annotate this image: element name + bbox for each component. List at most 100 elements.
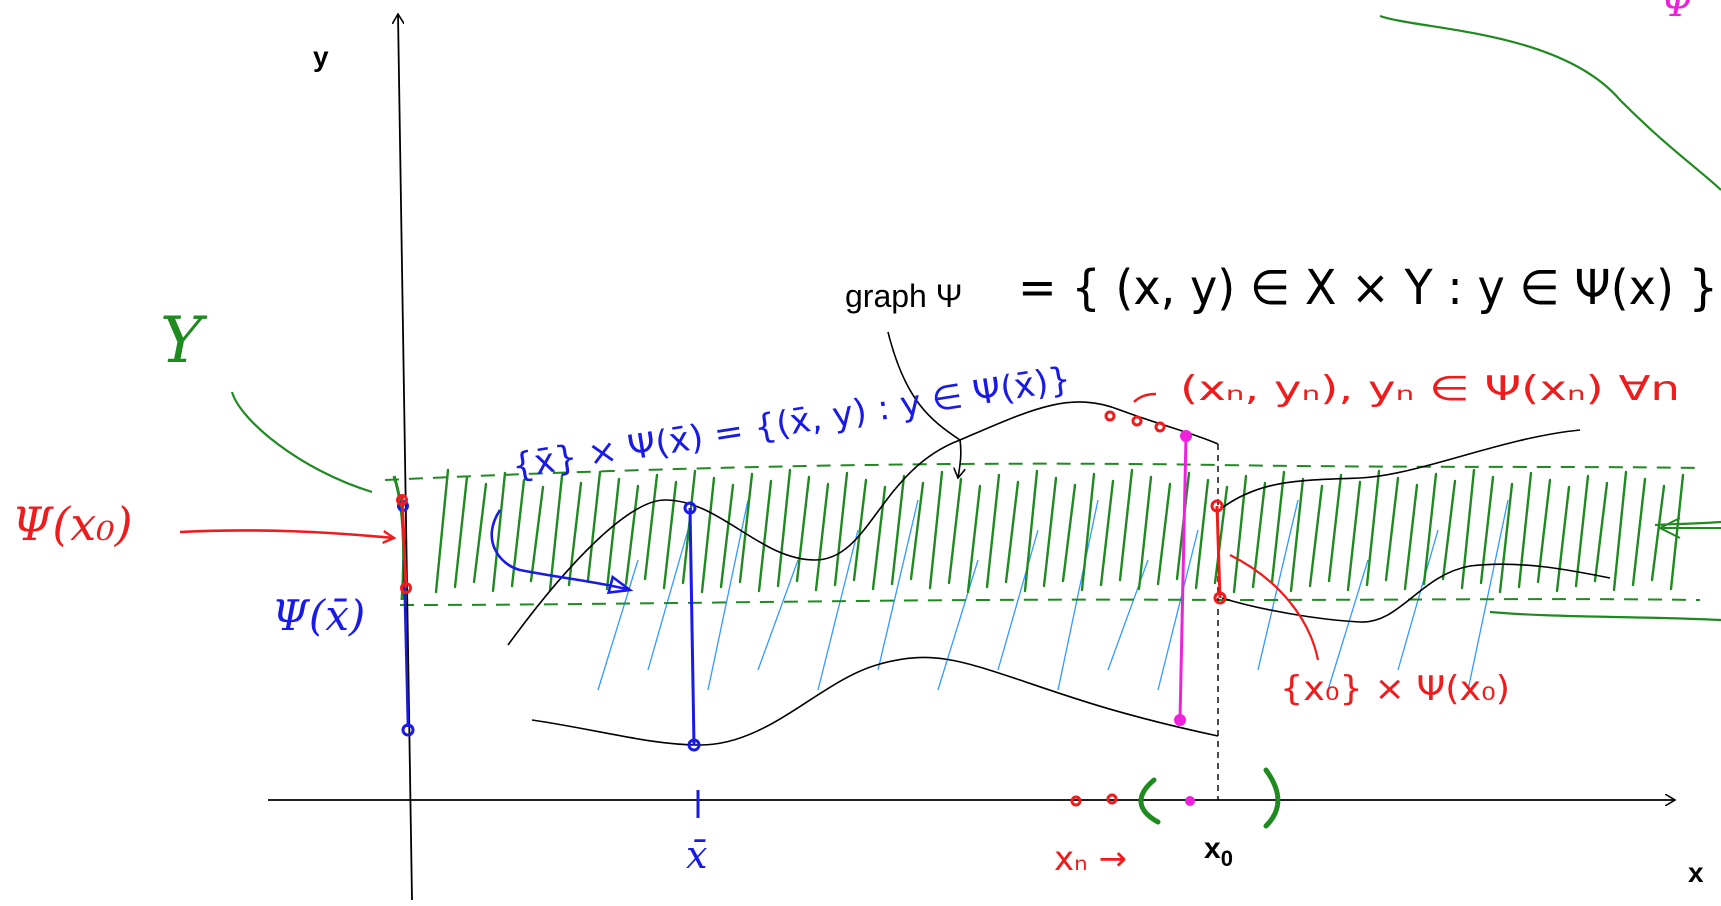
green-hatch-stroke	[1308, 484, 1324, 588]
green-hatch-stroke	[1631, 477, 1647, 587]
y-band-right-arrow	[1657, 517, 1721, 539]
green-hatch-stroke	[1289, 477, 1305, 593]
blue-hatch-stroke	[1327, 559, 1369, 691]
green-hatch-stroke	[1365, 469, 1381, 587]
psi-xbar-bottom-dot	[401, 723, 415, 737]
green-hatch-stroke	[852, 478, 868, 582]
green-hatch-stroke	[491, 471, 507, 593]
sequence-point-graph-3	[1154, 421, 1166, 433]
green-hatch-stroke	[1422, 472, 1438, 586]
green-hatch-stroke	[1498, 482, 1514, 594]
y-band-top-right-curve	[1379, 14, 1721, 191]
green-hatch-stroke	[833, 471, 849, 587]
graph-upper-curve-left	[507, 401, 1219, 646]
x0-slice-bottom-dot	[1213, 591, 1227, 605]
psi-x0-top-dot	[396, 494, 408, 506]
xn-axis-dot	[1185, 796, 1195, 806]
blue-hatch-stroke	[1467, 499, 1509, 691]
green-hatch-stroke	[909, 481, 925, 581]
sequence-point-graph-1	[1104, 410, 1116, 422]
graph-lower-curve-right	[1221, 563, 1611, 623]
y-band-right-curve-lower	[1489, 610, 1721, 622]
blue-hatch-stroke	[877, 499, 919, 671]
green-hatch-stroke	[947, 477, 963, 585]
green-hatch-stroke	[1099, 479, 1115, 587]
blue-hatch-stroke	[647, 529, 689, 671]
green-hatch-stroke	[1612, 470, 1628, 592]
green-hatch-stroke	[1232, 474, 1248, 594]
green-hatch-stroke	[795, 475, 811, 583]
green-hatch-stroke	[586, 470, 602, 582]
top-right-fragment: Ψ	[1660, 0, 1697, 26]
green-hatch-stroke	[1346, 480, 1362, 592]
blue-hatch-stroke	[997, 529, 1039, 671]
y-axis	[398, 14, 413, 901]
green-hatch-stroke	[1194, 478, 1210, 590]
green-hatch-stroke	[719, 483, 735, 589]
graph-label-arrow	[887, 331, 961, 478]
xbar-slice-line	[688, 507, 696, 746]
green-hatch-stroke	[1574, 474, 1590, 588]
xbar-slice-label: {x̄} × Ψ(x̄) = {(x̄, y) : y ∈ Ψ(x̄)}	[509, 359, 1073, 487]
psi-x0-segment	[400, 495, 408, 589]
x0-slice-top-dot	[1210, 499, 1224, 513]
green-hatch-stroke	[1270, 470, 1286, 584]
blue-hatch-stroke	[757, 559, 799, 671]
green-hatch-stroke	[1213, 485, 1229, 585]
green-hatch-stroke	[1460, 468, 1476, 590]
green-hatch-stroke	[605, 477, 621, 591]
xn-axis-label: xₙ →	[1054, 839, 1127, 879]
y-axis-label: y	[313, 41, 329, 72]
green-hatch-stroke	[1479, 475, 1495, 585]
green-hatch-stroke	[567, 481, 583, 587]
green-hatch-stroke	[928, 470, 944, 590]
sequence-label-dash	[1133, 392, 1157, 403]
sequence-point-axis-1	[1070, 795, 1082, 807]
green-hatch-stroke	[1384, 476, 1400, 582]
green-hatch-stroke	[529, 485, 545, 583]
blue-hatch-stroke	[1107, 559, 1149, 671]
x0-slice-pointer	[1229, 554, 1320, 661]
blue-hatch-stroke	[1257, 499, 1299, 671]
green-hatch-stroke	[1156, 482, 1172, 586]
green-hatch-stroke	[1080, 472, 1096, 592]
blue-hatch-stroke	[817, 529, 859, 691]
green-hatch-stroke	[624, 484, 640, 586]
graph-psi-label: graph Ψ	[845, 278, 962, 314]
big-y-label: Y	[160, 304, 208, 378]
x0-neighborhood-right-paren	[1263, 767, 1281, 829]
green-hatch-stroke	[453, 475, 469, 589]
xbar-slice-arrow	[490, 509, 634, 595]
green-hatch-stroke	[966, 484, 982, 594]
green-hatch-stroke	[985, 473, 1001, 589]
green-hatch-stroke	[1004, 480, 1020, 584]
green-hatch-stroke	[1327, 473, 1343, 583]
blue-hatch-stroke	[597, 559, 639, 691]
green-hatch-stroke	[757, 479, 773, 593]
blue-hatch-stroke	[937, 559, 979, 691]
green-hatch-stroke	[871, 485, 887, 591]
green-hatch-stroke	[1403, 483, 1419, 591]
green-hatch-stroke	[1650, 484, 1666, 582]
y-band-right-curve-upper	[1654, 520, 1721, 527]
green-hatch-stroke	[472, 482, 488, 584]
sequence-point-axis-2	[1106, 793, 1118, 805]
graph-definition: = { (x, y) ∈ X × Y : y ∈ Ψ(x) }	[1018, 260, 1718, 316]
green-hatch-stroke	[776, 468, 792, 588]
green-hatch-stroke	[1023, 469, 1039, 593]
psi-x0-label: Ψ(x₀)	[12, 497, 133, 551]
x0-slice-line	[1215, 505, 1222, 599]
green-hatch-stroke	[738, 472, 754, 584]
green-hatch-stroke	[434, 468, 450, 594]
y-band-top-dashed	[384, 462, 1701, 481]
xbar-slice-bottom-dot	[687, 738, 701, 752]
xn-slice-line	[1178, 435, 1188, 721]
green-hatch-stroke	[1042, 476, 1058, 588]
psi-xbar-label: Ψ(x̄)	[272, 591, 365, 640]
sequence-label: (xₙ, yₙ), yₙ ∈ Ψ(xₙ) ∀n	[1180, 369, 1680, 409]
green-hatch-stroke	[548, 474, 564, 592]
x-axis-label: x	[1688, 857, 1704, 888]
xbar-slice-top-dot	[683, 501, 697, 515]
x0-slice-label: {x₀} × Ψ(x₀)	[1280, 669, 1510, 709]
